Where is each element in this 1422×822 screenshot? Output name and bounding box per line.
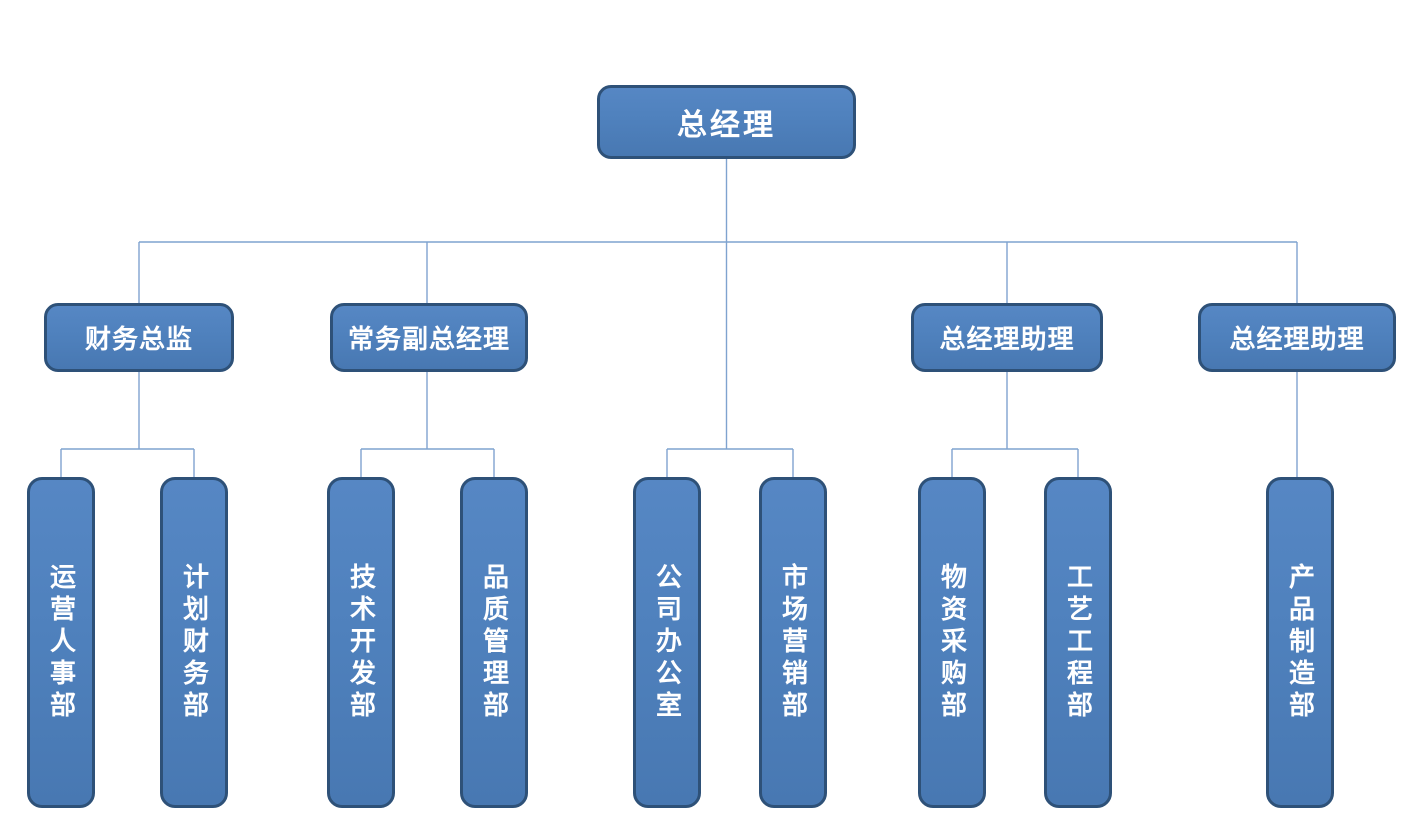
org-node-label: 产品制造部 [1285, 562, 1315, 723]
org-node-ops-hr-dept: 运营人事部 [27, 477, 95, 808]
org-node-label: 品质管理部 [479, 562, 509, 723]
org-node-material-purchase-dept: 物资采购部 [918, 477, 986, 808]
org-node-label: 工艺工程部 [1063, 562, 1093, 723]
org-node-label: 总经理助理 [939, 325, 1075, 354]
org-node-label: 总经理助理 [1229, 325, 1365, 354]
org-node-label: 总经理 [677, 109, 776, 142]
org-node-tech-development-dept: 技术开发部 [327, 477, 395, 808]
org-node-gm-assistant-2: 总经理助理 [1198, 303, 1396, 372]
org-node-planning-finance-dept: 计划财务部 [160, 477, 228, 808]
org-node-process-engineering-dept: 工艺工程部 [1044, 477, 1112, 808]
org-node-label: 物资采购部 [937, 562, 967, 723]
org-node-quality-mgmt-dept: 品质管理部 [460, 477, 528, 808]
org-node-gm-assistant-1: 总经理助理 [911, 303, 1103, 372]
org-node-label: 计划财务部 [179, 562, 209, 723]
org-node-label: 市场营销部 [778, 562, 808, 723]
org-node-general-manager: 总经理 [597, 85, 856, 159]
org-node-label: 常务副总经理 [347, 325, 510, 354]
org-node-executive-deputy-gm: 常务副总经理 [330, 303, 528, 372]
org-node-marketing-dept: 市场营销部 [759, 477, 827, 808]
org-node-company-office: 公司办公室 [633, 477, 701, 808]
org-node-label: 技术开发部 [346, 562, 376, 723]
org-node-label: 运营人事部 [46, 562, 76, 723]
org-node-product-manufacture-dept: 产品制造部 [1266, 477, 1334, 808]
org-node-label: 公司办公室 [652, 562, 682, 723]
org-node-label: 财务总监 [84, 325, 193, 354]
org-node-finance-director: 财务总监 [44, 303, 234, 372]
